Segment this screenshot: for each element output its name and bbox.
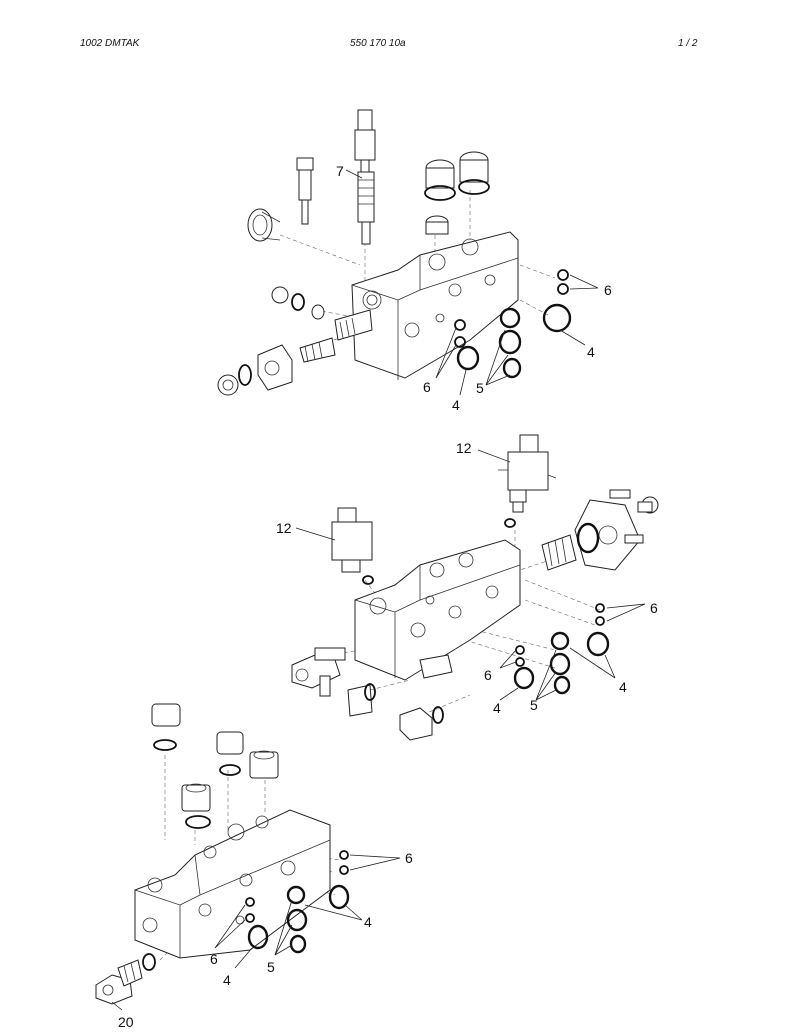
callout-d3-3: 4 (223, 972, 231, 988)
solenoid-valve-12-left (331, 507, 374, 585)
callout-d3-1: 4 (364, 914, 372, 930)
plugs-top-right (424, 151, 490, 235)
valve-body-1 (351, 231, 519, 380)
plugs-diagram-3 (151, 703, 279, 829)
leaders-diagram-1 (345, 169, 599, 396)
valve-body-2 (354, 539, 521, 681)
cartridge-7 (354, 109, 376, 245)
callout-d3-4: 5 (267, 959, 275, 975)
leaders-diagram-3 (111, 854, 401, 1011)
callout-d1-5: 5 (476, 380, 484, 396)
diagram-1: 7 6 4 6 4 5 (217, 109, 612, 413)
callout-d2-2: 6 (650, 600, 658, 616)
callout-d1-0: 7 (336, 163, 344, 179)
callout-d2-6: 5 (530, 697, 538, 713)
solenoid-valve-12-top (498, 434, 557, 528)
header-page-number: 1 / 2 (678, 38, 698, 49)
diagram-2: 12 12 6 4 6 4 5 (276, 434, 659, 741)
adapter-fitting (217, 344, 293, 396)
callout-d2-0: 12 (456, 440, 472, 456)
plug-left-top (247, 208, 281, 242)
callout-d2-4: 6 (484, 667, 492, 683)
fitting-20 (95, 953, 156, 1005)
orings-diagram-2 (513, 603, 610, 695)
spool-spring-assembly (271, 286, 373, 363)
callout-d3-5: 20 (118, 1014, 134, 1030)
callout-d1-4: 4 (452, 397, 460, 413)
cover-plate-assembly (541, 489, 659, 571)
orings-diagram-3 (245, 850, 350, 954)
pilot-plunger (296, 157, 314, 225)
callout-d2-3: 4 (619, 679, 627, 695)
lower-fittings-diagram-2 (291, 647, 453, 741)
header-part-number: 550 170 10a (350, 38, 406, 49)
valve-body-3 (134, 809, 331, 959)
callout-d3-2: 6 (210, 951, 218, 967)
diagram-3: 6 4 6 4 5 20 (95, 703, 413, 1030)
orings-diagram-1 (454, 269, 572, 379)
callout-d1-1: 6 (604, 282, 612, 298)
callout-d1-3: 6 (423, 379, 431, 395)
callout-d2-1: 12 (276, 520, 292, 536)
header-model: 1002 DMTAK (80, 38, 140, 49)
leaders-diagram-2 (295, 449, 646, 701)
callout-d3-0: 6 (405, 850, 413, 866)
callout-d1-2: 4 (587, 344, 595, 360)
callout-d2-5: 4 (493, 700, 501, 716)
